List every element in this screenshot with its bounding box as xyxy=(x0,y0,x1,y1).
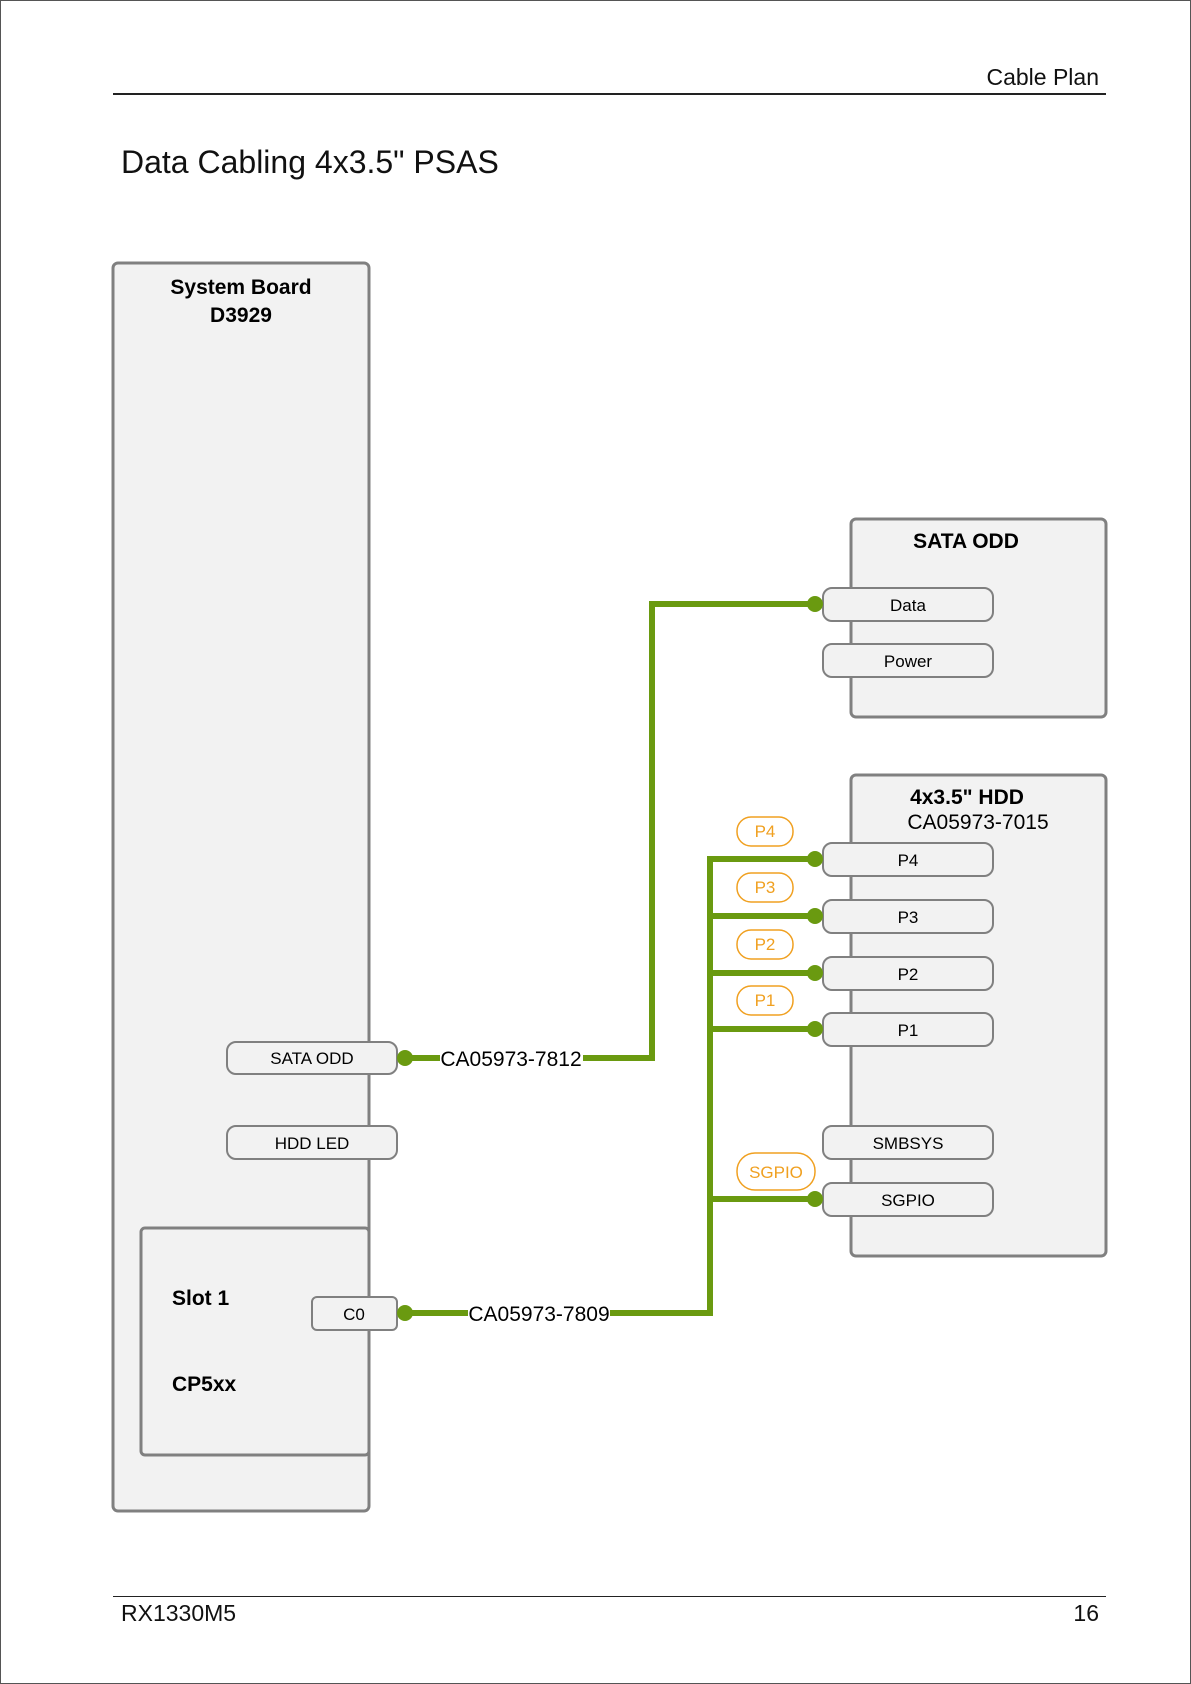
hdd-backplane-title: 4x3.5" HDD xyxy=(910,786,1024,809)
footer-page-number: 16 xyxy=(1073,1600,1099,1627)
slot-subtitle: CP5xx xyxy=(172,1373,237,1396)
hdd-port-smbsys-label: SMBSYS xyxy=(873,1134,944,1153)
hdd-cable-p4-end xyxy=(807,851,823,867)
slot-1-card xyxy=(141,1228,369,1455)
hdd-backplane-subtitle: CA05973-7015 xyxy=(907,811,1048,834)
board-connector-sata-odd-label: SATA ODD xyxy=(270,1049,353,1068)
odd-cable-device-end xyxy=(807,596,823,612)
board-connector-hdd-led-label: HDD LED xyxy=(275,1134,350,1153)
hdd-port-p3-label: P3 xyxy=(898,908,919,927)
odd-cable-board-end xyxy=(397,1050,413,1066)
cable-end-label-p4: P4 xyxy=(755,822,776,841)
hdd-port-sgpio-label: SGPIO xyxy=(881,1191,935,1210)
hdd-port-p1-label: P1 xyxy=(898,1021,919,1040)
hdd-port-p2-label: P2 xyxy=(898,965,919,984)
system-board-subtitle: D3929 xyxy=(210,304,272,327)
footer-rule xyxy=(113,1596,1106,1597)
slot-title: Slot 1 xyxy=(172,1287,229,1310)
hdd-port-p4-label: P4 xyxy=(898,851,919,870)
cable-end-label-sgpio: SGPIO xyxy=(749,1163,803,1182)
hdd-cable xyxy=(405,859,815,1313)
hdd-cable-sgpio-end xyxy=(807,1191,823,1207)
sata-odd-device-title: SATA ODD xyxy=(913,530,1019,553)
footer-model: RX1330M5 xyxy=(121,1600,236,1627)
hdd-cable-p3-end xyxy=(807,908,823,924)
sata-odd-port-data-label: Data xyxy=(890,596,926,615)
cable-end-label-p2: P2 xyxy=(755,935,776,954)
hdd-cable-controller-end xyxy=(397,1305,413,1321)
hdd-cable-p2-end xyxy=(807,965,823,981)
cable-end-label-p3: P3 xyxy=(755,878,776,897)
odd-cable-label: CA05973-7812 xyxy=(440,1048,581,1071)
system-board-title: System Board xyxy=(170,276,311,299)
cable-end-label-p1: P1 xyxy=(755,991,776,1010)
hdd-cable-label: CA05973-7809 xyxy=(468,1303,609,1326)
hdd-cable-p1-end xyxy=(807,1021,823,1037)
sata-odd-port-power-label: Power xyxy=(884,652,933,671)
slot-connector-c0-label: C0 xyxy=(343,1305,365,1324)
